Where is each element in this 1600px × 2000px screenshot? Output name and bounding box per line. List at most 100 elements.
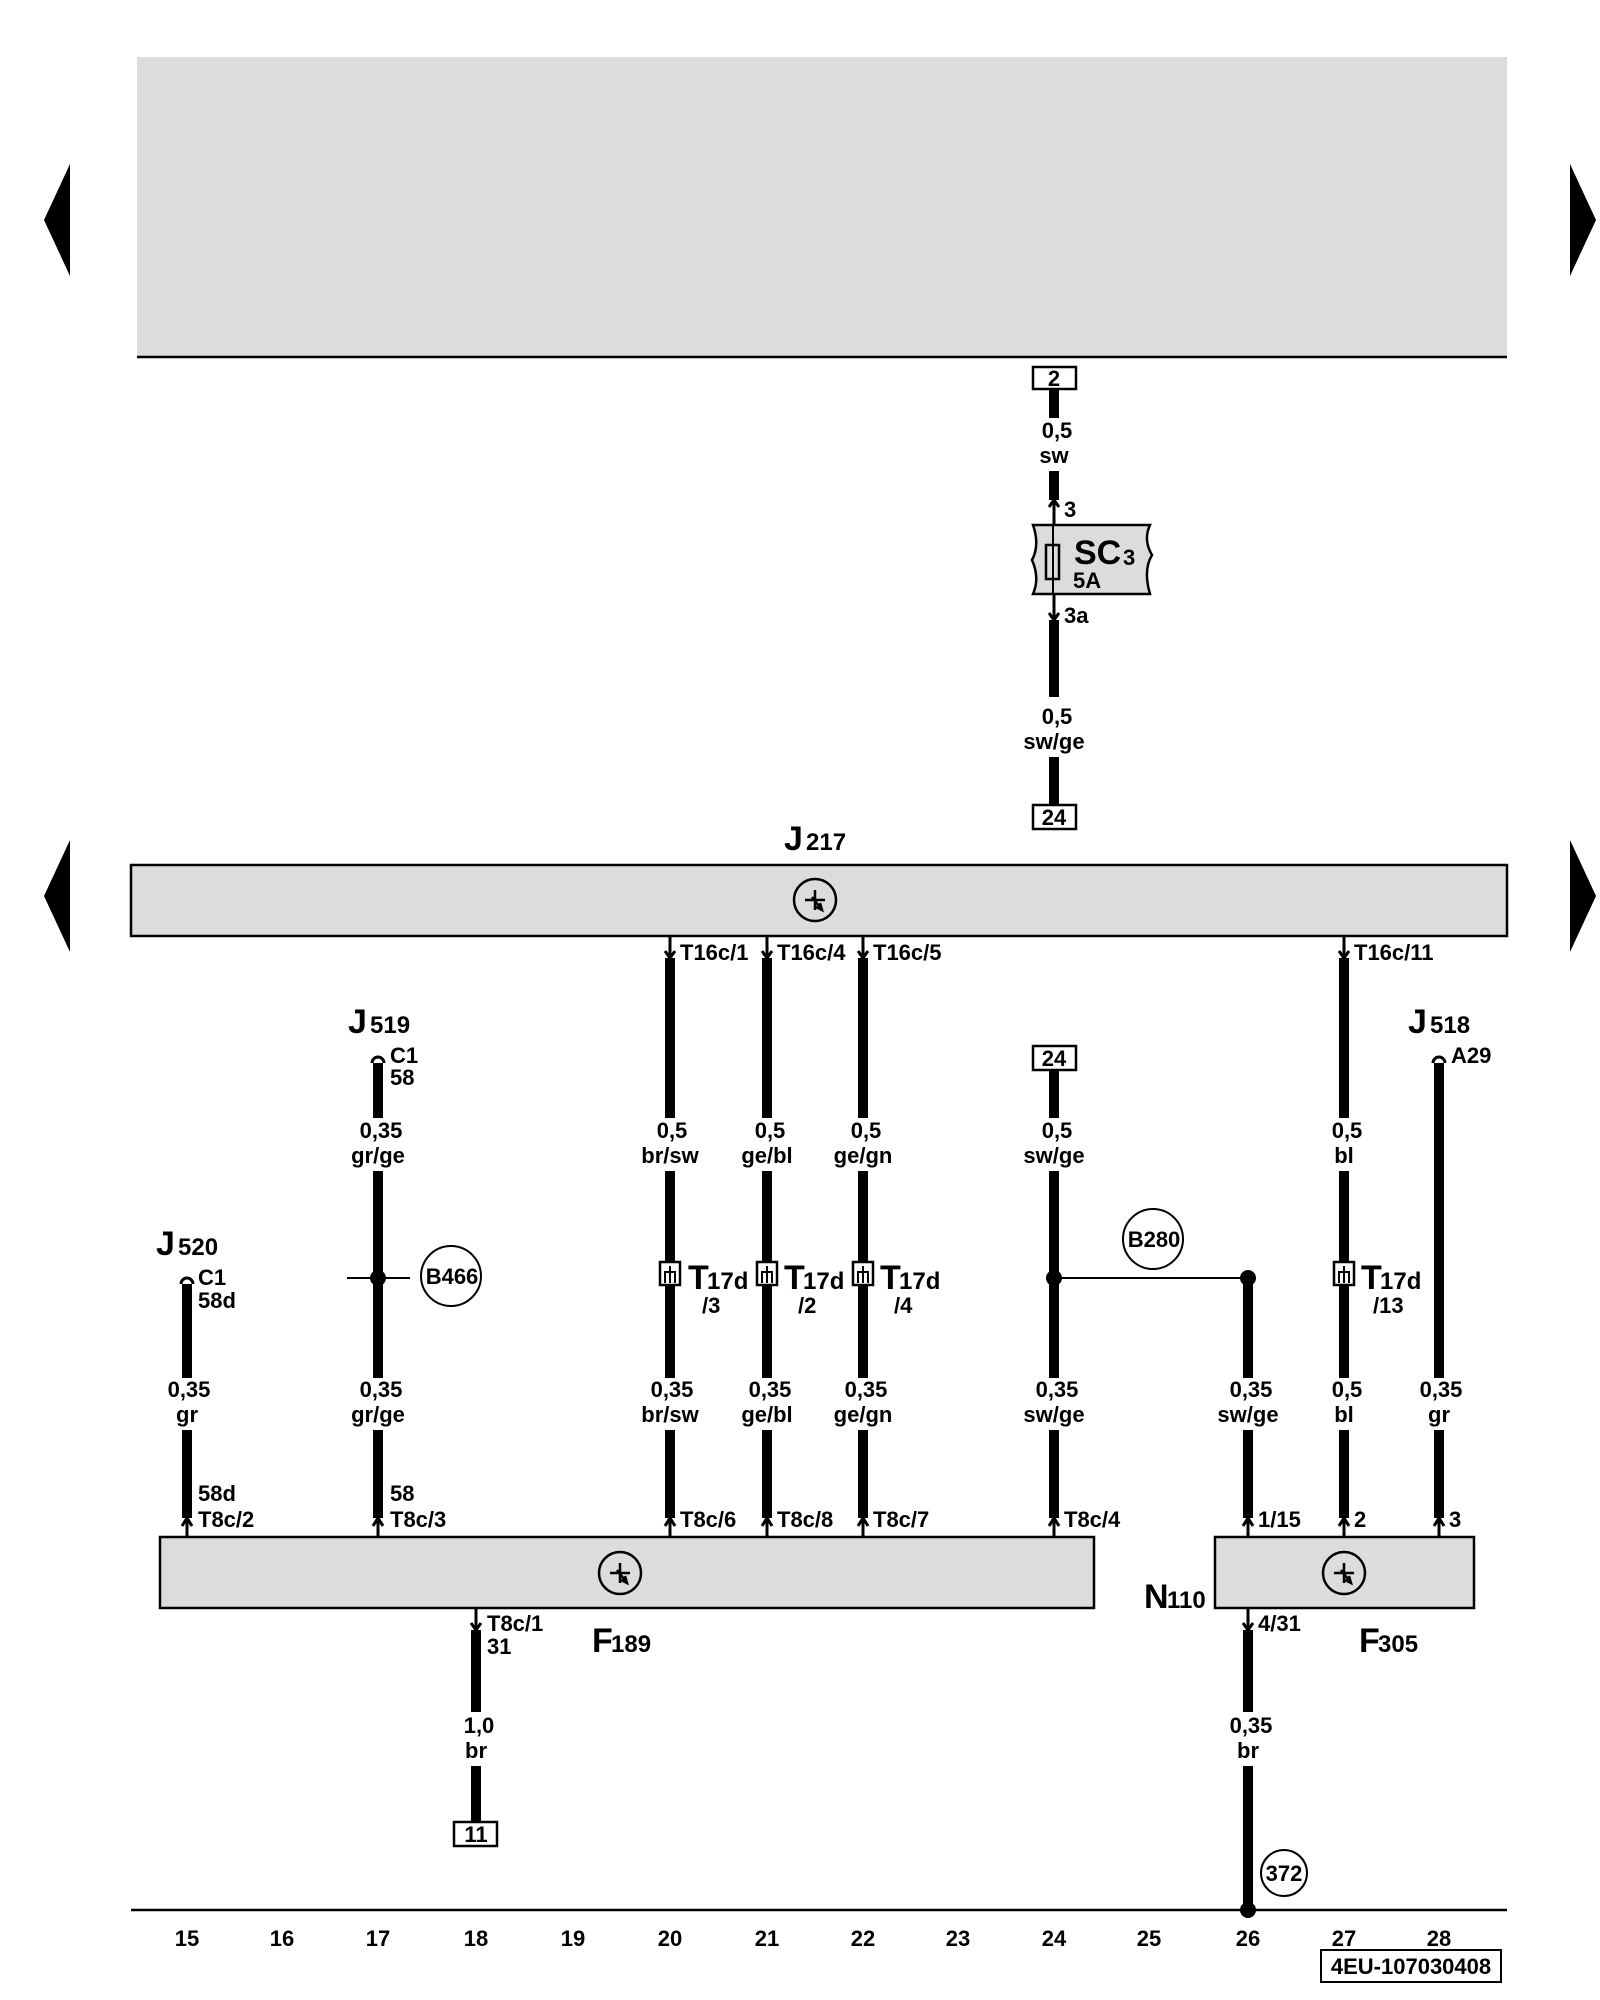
svg-text:T8c/4: T8c/4 [1064, 1507, 1121, 1532]
wire-j520-color: gr [176, 1402, 198, 1427]
fuse-rating: 5A [1073, 568, 1101, 593]
svg-text:T: T [784, 1259, 805, 1297]
svg-text:17d: 17d [803, 1268, 844, 1295]
j520-pin-number: 58d [198, 1288, 236, 1313]
nav-left-upper-icon[interactable] [44, 164, 70, 276]
j519-pin-number: 58 [390, 1065, 414, 1090]
wire-upper-ge-bl-color: ge/bl [741, 1143, 792, 1168]
track-20: 20 [658, 1926, 682, 1951]
reference-ground-text: 11 [464, 1822, 487, 1847]
svg-text:17d: 17d [707, 1268, 748, 1295]
j217-pin-t16c4: T16c/4 [760, 936, 846, 965]
j518-pin-icon [1431, 1055, 1447, 1064]
wire-f189-ground-size: 1,0 [464, 1713, 495, 1738]
electronic-component-icon [792, 877, 838, 923]
f305-pin-2: 2 [1337, 1507, 1366, 1537]
wire-j518-size: 0,35 [1420, 1377, 1463, 1402]
svg-text:T16c/1: T16c/1 [680, 940, 749, 965]
j520-letter: J [156, 1225, 175, 1263]
reference-top-text: 2 [1048, 366, 1060, 391]
nav-right-upper-icon[interactable] [1570, 164, 1596, 276]
track-16: 16 [270, 1926, 294, 1951]
nav-left-lower-icon[interactable] [44, 840, 70, 952]
svg-text:T8c/2: T8c/2 [198, 1507, 254, 1532]
f305-number: 305 [1378, 1631, 1418, 1658]
svg-text:31: 31 [487, 1634, 511, 1659]
wire-f189-ground-color: br [465, 1738, 487, 1763]
svg-text:3: 3 [1449, 1507, 1461, 1532]
reference-right-feed-text: 24 [1042, 1046, 1067, 1071]
svg-text:T16c/4: T16c/4 [777, 940, 846, 965]
j217-number: 217 [806, 829, 846, 856]
wire-upper-br-sw-color: br/sw [641, 1143, 699, 1168]
svg-text:58: 58 [390, 1481, 414, 1506]
wire-lower-br-sw-size: 0,35 [651, 1377, 694, 1402]
svg-text:17d: 17d [1380, 1268, 1421, 1295]
reference-box-feed [1031, 803, 1078, 831]
f189-pin-t8c8: T8c/8 [760, 1507, 833, 1537]
wire-upper-sw-ge-size: 0,5 [1042, 1118, 1073, 1143]
svg-text:T: T [1361, 1259, 1382, 1297]
j519-letter: J [348, 1003, 367, 1041]
track-26: 26 [1236, 1926, 1260, 1951]
f189-pin-ground: T8c/1 31 [469, 1608, 543, 1659]
f189-pin-t8c4: T8c/4 [1047, 1507, 1121, 1537]
j217-pin-t16c5: T16c/5 [856, 936, 942, 965]
wire-upper-br-sw-size: 0,5 [657, 1118, 688, 1143]
connector-t17d-3: T 17d /3 [658, 1259, 748, 1318]
wire-lower-ge-gn-color: ge/gn [834, 1402, 893, 1427]
splice-b280-label: B280 [1128, 1227, 1181, 1252]
j518-pin-label: A29 [1451, 1043, 1491, 1068]
track-27: 27 [1332, 1926, 1356, 1951]
wire-b280-size: 0,35 [1230, 1377, 1273, 1402]
wire-lower-ge-bl-size: 0,35 [749, 1377, 792, 1402]
wire-b280-color: sw/ge [1217, 1402, 1278, 1427]
wire-feed-size: 0,5 [1042, 704, 1073, 729]
j217-letter: J [784, 820, 803, 858]
svg-text:/4: /4 [894, 1293, 913, 1318]
splice-b280-marker [1122, 1208, 1184, 1270]
f305-pin-ground: 4/31 [1241, 1608, 1301, 1636]
splice-b466-dot [370, 1270, 386, 1286]
f189-pin-t8c2: 58d T8c/2 [180, 1481, 254, 1537]
document-id: 4EU-107030408 [1331, 1954, 1491, 1979]
f189-pin-t8c3: 58 T8c/3 [371, 1481, 446, 1537]
f189-letter: F [592, 1622, 613, 1660]
track-23: 23 [946, 1926, 970, 1951]
wire-n110-ground-size: 0,35 [1230, 1713, 1273, 1738]
wire-upper-bl-size: 0,5 [1332, 1118, 1363, 1143]
fuse-panel-area [137, 57, 1507, 357]
f189-number: 189 [611, 1631, 651, 1658]
f189-electronic-icon [597, 1550, 643, 1596]
svg-text:/2: /2 [798, 1293, 816, 1318]
nav-right-lower-icon[interactable] [1570, 840, 1596, 952]
wire-lower-ge-bl-color: ge/bl [741, 1402, 792, 1427]
track-22: 22 [851, 1926, 875, 1951]
fuse-in-pin-label: 3 [1064, 497, 1076, 522]
track-28: 28 [1427, 1926, 1451, 1951]
wire-j519-lower-color: gr/ge [351, 1402, 405, 1427]
track-18: 18 [464, 1926, 488, 1951]
svg-text:T: T [688, 1259, 709, 1297]
track-25: 25 [1137, 1926, 1161, 1951]
j520-pin-icon [179, 1276, 195, 1285]
wire-j520-size: 0,35 [168, 1377, 211, 1402]
f305-pin-3: 3 [1432, 1507, 1461, 1537]
j217-pin-t16c11: T16c/11 [1337, 936, 1434, 965]
wire-j519-lower-size: 0,35 [360, 1377, 403, 1402]
document-id-box [1320, 1949, 1502, 1983]
wire-feed-color: sw/ge [1023, 729, 1084, 754]
svg-text:1/15: 1/15 [1258, 1507, 1301, 1532]
svg-text:T8c/6: T8c/6 [680, 1507, 736, 1532]
n110-letter: N [1144, 1578, 1169, 1616]
track-21: 21 [755, 1926, 779, 1951]
svg-text:17d: 17d [899, 1268, 940, 1295]
track-17: 17 [366, 1926, 390, 1951]
electronic-arrow-icon [805, 890, 825, 913]
reference-feed-text: 24 [1042, 805, 1067, 830]
svg-text:T16c/5: T16c/5 [873, 940, 942, 965]
j520-pin-label: C1 [198, 1265, 226, 1290]
svg-text:T8c/1: T8c/1 [487, 1611, 543, 1636]
connector-t17d-13: T 17d /13 [1332, 1259, 1421, 1318]
